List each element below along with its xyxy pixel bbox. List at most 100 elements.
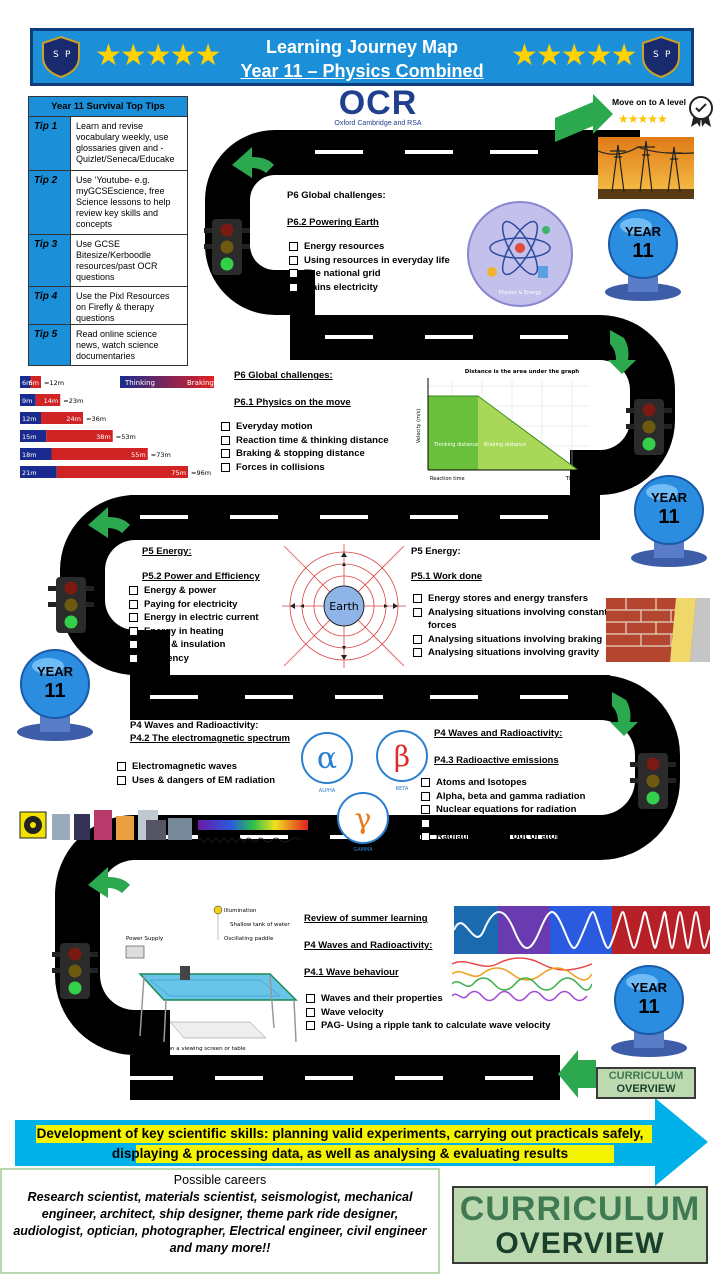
ripple-power-label: Power Supply — [126, 936, 164, 942]
topic-item: Walls & insulation — [127, 638, 260, 652]
traffic-light-icon — [626, 399, 672, 455]
topic-item: Energy in heating — [127, 625, 260, 639]
ripple-tank-diagram: Illumination Shallow tank of water Oscil… — [125, 905, 298, 1052]
move-on-stars: ★★★★★ — [618, 112, 668, 126]
total-distance-label: =96m — [191, 469, 211, 477]
traffic-light-icon — [630, 753, 676, 809]
thinking-bar — [20, 394, 36, 406]
ripple-tank-label: Shallow tank of water — [230, 922, 290, 928]
curriculum-line1: CURRICULUM — [608, 1070, 684, 1082]
year-badge-line2: 11 — [658, 506, 680, 528]
curriculum-line1: CURRICULUM — [459, 1190, 701, 1228]
topic-item: Analysing situations involving constant … — [411, 606, 611, 633]
tip-text: Use ‘Youtube- e.g. myGCSEscience, free S… — [76, 175, 171, 229]
year-badge-line1: YEAR — [630, 980, 668, 995]
total-distance-label: =36m — [86, 415, 106, 423]
crest-letter-p: P — [665, 50, 671, 60]
review-heading: Review of summer learning — [304, 913, 428, 924]
section-subheading: P4.2 The electromagnetic spectrum — [130, 733, 290, 744]
school-crest-icon: S P — [642, 35, 680, 79]
section-heading: P5 Energy: — [411, 546, 461, 557]
graph-reaction-label: Reaction time — [430, 476, 465, 482]
section-p5-1: P5 Energy: P5.1 Work done Energy stores … — [411, 546, 611, 660]
thinking-distance-label: 15m — [22, 433, 37, 441]
physics-energy-caption: Physics & Energy — [498, 290, 541, 296]
tip-text: Use the Pixl Resources on Firefly & ther… — [76, 291, 170, 323]
alpha-beta-gamma-symbols: α ALPHA β BETA γ GAMMA — [301, 730, 428, 853]
braking-distance-label: 14m — [44, 397, 59, 405]
topic-item: Using resources in everyday life — [287, 254, 450, 268]
braking-distance-label: 38m — [96, 433, 111, 441]
section-p4-3: P4 Waves and Radioactivity: P4.3 Radioac… — [421, 728, 590, 844]
year-badge-globe-icon — [611, 965, 687, 1057]
insulated-wall-image — [606, 598, 710, 662]
thinking-bar — [20, 448, 52, 460]
topic-item: Analysing situations involving gravity — [411, 646, 611, 660]
section-heading: P6 Global challenges: — [234, 370, 333, 381]
year-badge-line1: YEAR — [36, 664, 74, 679]
curriculum-overview-small-button[interactable]: CURRICULUM OVERVIEW — [596, 1067, 696, 1099]
topic-item: Forces in collisions — [219, 461, 389, 475]
crest-letter-p: P — [65, 50, 71, 60]
traffic-light-icon — [204, 219, 250, 275]
topic-item: Radiation in and out of atoms — [419, 830, 590, 844]
year-badge-line2: 11 — [638, 996, 660, 1018]
graph-thinking-label: Thinking distance — [433, 442, 478, 448]
section-p4-1: Review of summer learning P4 Waves and R… — [304, 913, 604, 1033]
thinking-distance-label: 6m — [22, 379, 32, 387]
ocr-tagline: Oxford Cambridge and RSA — [334, 120, 422, 127]
tips-title: Year 11 Survival Top Tips — [29, 97, 187, 117]
ripple-illumination-label: Illumination — [224, 908, 257, 914]
topic-item: PAG- Using a ripple tank to calculate wa… — [304, 1019, 604, 1033]
em-spectrum-image — [19, 810, 308, 843]
pylons-sunset-image — [598, 137, 694, 199]
topic-item: Electromagnetic waves — [115, 760, 290, 774]
tip-row: Tip 4 Use the Pixl Resources on Firefly … — [29, 287, 187, 325]
tip-label: Tip 5 — [29, 325, 71, 365]
braking-bar — [51, 448, 148, 460]
thinking-bar — [20, 430, 47, 442]
topic-item: Nuclear equations for radiation — [419, 803, 590, 817]
topic-item: Paying for electricity — [127, 598, 260, 612]
ocr-logo: OCR Oxford Cambridge and RSA — [326, 86, 430, 127]
year-11-badge: YEAR 11 — [624, 472, 714, 572]
tip-label: Tip 2 — [29, 171, 71, 234]
school-crest-icon: S P — [42, 35, 80, 79]
earth-gravity-field-diagram: Earth — [282, 544, 406, 668]
topic-item: The national grid — [287, 267, 450, 281]
year-badge-globe-icon — [605, 209, 681, 301]
section-heading: P6 Global challenges: — [287, 190, 386, 201]
ripple-paddle-label: Oscillating paddle — [224, 936, 274, 942]
topic-item: Efficiency — [127, 652, 260, 666]
section-subheading: P6.2 Powering Earth — [287, 217, 379, 228]
year-11-badge: YEAR 11 — [604, 962, 694, 1062]
careers-text: Research scientist, materials scientist,… — [13, 1190, 427, 1255]
total-distance-label: =23m — [63, 397, 83, 405]
curriculum-overview-button[interactable]: CURRICULUM OVERVIEW — [452, 1186, 708, 1264]
braking-distance-label: 6m — [29, 379, 39, 387]
section-subheading: P5.1 Work done — [411, 571, 483, 582]
braking-bar — [35, 394, 61, 406]
topic-item: Energy in electric current — [127, 611, 260, 625]
topic-item: Energy & power — [127, 584, 260, 598]
tip-row: Tip 5 Read online science news, watch sc… — [29, 325, 187, 365]
gamma-symbol: γ — [355, 802, 372, 835]
traffic-light-icon — [48, 577, 94, 633]
topic-item: Analysing situations involving braking — [411, 633, 611, 647]
thinking-bar — [20, 412, 41, 424]
physics-energy-image: Physics & Energy — [467, 201, 573, 307]
section-subheading: P4.3 Radioactive emissions — [434, 755, 559, 766]
braking-bar — [30, 376, 41, 388]
header-stars-left: ★★★★★ — [95, 39, 221, 72]
total-distance-label: =73m — [151, 451, 171, 459]
section-heading: P4 Waves and Radioactivity: — [434, 728, 563, 739]
traffic-light-icon — [52, 943, 98, 999]
year-badge-line1: YEAR — [624, 224, 662, 239]
wave-spectrum-banner — [454, 906, 710, 954]
award-rosette-icon — [689, 96, 713, 127]
topic-item: Braking & stopping distance — [219, 447, 389, 461]
gamma-name: GAMMA — [353, 847, 373, 853]
topic-item: Energy stores and energy transfers — [411, 592, 611, 606]
header-stars-right: ★★★★★ — [511, 39, 637, 72]
crest-letter-s: S — [653, 50, 659, 60]
